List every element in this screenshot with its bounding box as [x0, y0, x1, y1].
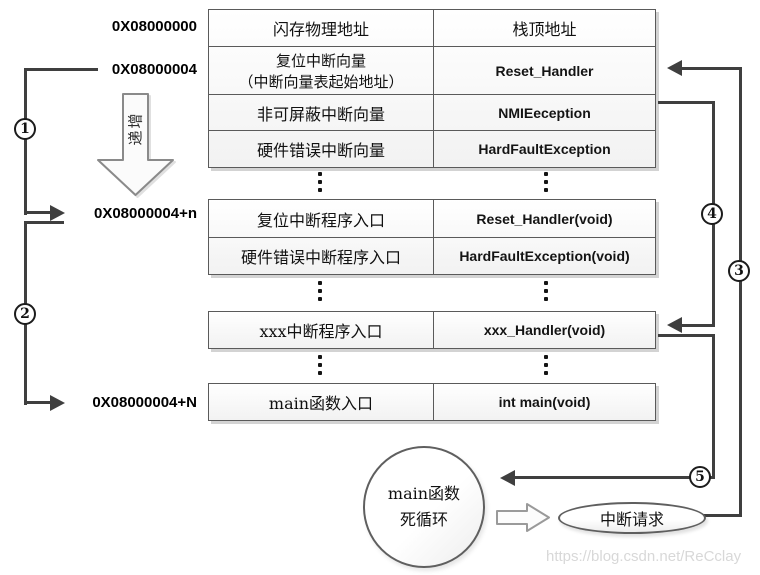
step1-number: 1	[20, 121, 30, 137]
increase-arrow-label: 递增	[126, 111, 145, 146]
cell-hardfault-exception: HardFaultException	[478, 141, 611, 157]
table-row-xxx-entry: xxx中断程序入口 xxx_Handler(void)	[209, 312, 655, 348]
block-right-arrow-icon	[496, 503, 550, 532]
cell-int-main-void: int main(void)	[498, 394, 591, 410]
main-loop-circle: main函数 死循环	[363, 446, 485, 568]
step2-arrowhead-icon	[50, 395, 65, 411]
step5-horizontal-line	[514, 476, 715, 479]
vertical-ellipsis-icon	[318, 355, 322, 375]
cell-reset-vector: 复位中断向量 （中断向量表起始地址）	[209, 47, 434, 94]
cell-hardfault-entry: 硬件错误中断程序入口	[209, 238, 434, 274]
address-vector-plus-n: 0X08000004+n	[93, 205, 197, 222]
step2-top-line	[24, 221, 64, 224]
vector-table-block: 闪存物理地址 栈顶地址 复位中断向量 （中断向量表起始地址） Reset_Han…	[208, 9, 656, 168]
cell-reset-handler-void: Reset_Handler(void)	[476, 210, 613, 227]
handler-entry-block: 复位中断程序入口 Reset_Handler(void) 硬件错误中断程序入口 …	[208, 199, 656, 275]
cell-hardfault-vector: 硬件错误中断向量	[209, 131, 434, 167]
xxx-handler-block: xxx中断程序入口 xxx_Handler(void)	[208, 311, 656, 349]
step4-stub-line	[658, 101, 715, 104]
cell-reset-handler: Reset_Handler	[495, 62, 594, 79]
step1-top-line	[24, 68, 98, 71]
step2-badge: 2	[14, 303, 36, 325]
cell-nmi-vector: 非可屏蔽中断向量	[209, 95, 434, 130]
reset-vector-line1: 复位中断向量	[275, 51, 366, 70]
table-row-hardfault-vector: 硬件错误中断向量 HardFaultException	[209, 130, 655, 167]
reset-vector-line2: （中断向量表起始地址）	[238, 72, 404, 91]
interrupt-request-ellipse: 中断请求	[558, 502, 706, 534]
address-vector-plus-N: 0X08000004+N	[92, 394, 197, 411]
step4-badge: 4	[701, 203, 723, 225]
step4-bottom-line	[681, 324, 715, 327]
watermark: https://blog.csdn.net/ReCclay	[546, 548, 742, 565]
step2-bottom-line	[24, 401, 52, 404]
table-row-nmi-vector: 非可屏蔽中断向量 NMIEeception	[209, 94, 655, 130]
step3-arrowhead-icon	[667, 60, 682, 76]
step5-vertical-line	[712, 334, 715, 479]
cell-xxx-handler-void: xxx_Handler(void)	[483, 322, 606, 338]
table-row-reset-entry: 复位中断程序入口 Reset_Handler(void)	[209, 200, 655, 237]
address-vector-start: 0X08000004	[111, 61, 197, 78]
vertical-ellipsis-icon	[544, 172, 548, 192]
vertical-ellipsis-icon	[318, 281, 322, 301]
cell-stack-top-address: 栈顶地址	[512, 20, 577, 39]
cell-hardfault-exception-void: HardFaultException(void)	[459, 248, 630, 264]
cell-reset-entry: 复位中断程序入口	[209, 200, 434, 237]
step3-bottom-line	[703, 514, 741, 517]
step3-vertical-line	[739, 67, 742, 517]
vertical-ellipsis-icon	[544, 281, 548, 301]
vertical-ellipsis-icon	[318, 172, 322, 192]
main-entry-block: main函数入口 int main(void)	[208, 383, 656, 421]
step1-arrowhead-icon	[50, 205, 65, 221]
address-flash-base: 0X08000000	[111, 18, 197, 35]
table-row-main-entry: main函数入口 int main(void)	[209, 384, 655, 420]
cell-nmi-exception: NMIEeception	[498, 104, 591, 121]
step2-number: 2	[20, 306, 30, 322]
step5-stub-line	[658, 334, 715, 337]
interrupt-request-label: 中断请求	[599, 510, 664, 529]
main-loop-line1: main函数	[387, 484, 461, 503]
step3-badge: 3	[728, 260, 750, 282]
step4-number: 4	[707, 206, 717, 222]
cell-xxx-entry: xxx中断程序入口	[209, 312, 434, 348]
main-loop-line2: 死循环	[399, 510, 448, 529]
cell-flash-address: 闪存物理地址	[209, 10, 434, 46]
step5-arrowhead-icon	[500, 470, 515, 486]
table-row-reset-vector: 复位中断向量 （中断向量表起始地址） Reset_Handler	[209, 46, 655, 94]
step1-vertical-line	[24, 68, 27, 215]
table-row-flash-address: 闪存物理地址 栈顶地址	[209, 10, 655, 46]
increase-down-arrow-icon	[97, 93, 174, 196]
step3-number: 3	[734, 263, 744, 279]
step5-number: 5	[695, 469, 705, 485]
table-row-hardfault-entry: 硬件错误中断程序入口 HardFaultException(void)	[209, 237, 655, 274]
vertical-ellipsis-icon	[544, 355, 548, 375]
step4-arrowhead-icon	[667, 317, 682, 333]
cell-main-entry: main函数入口	[209, 384, 434, 420]
step3-top-line	[681, 67, 742, 70]
step1-badge: 1	[14, 118, 36, 140]
step1-bottom-line	[24, 211, 52, 214]
step5-badge: 5	[689, 466, 711, 488]
